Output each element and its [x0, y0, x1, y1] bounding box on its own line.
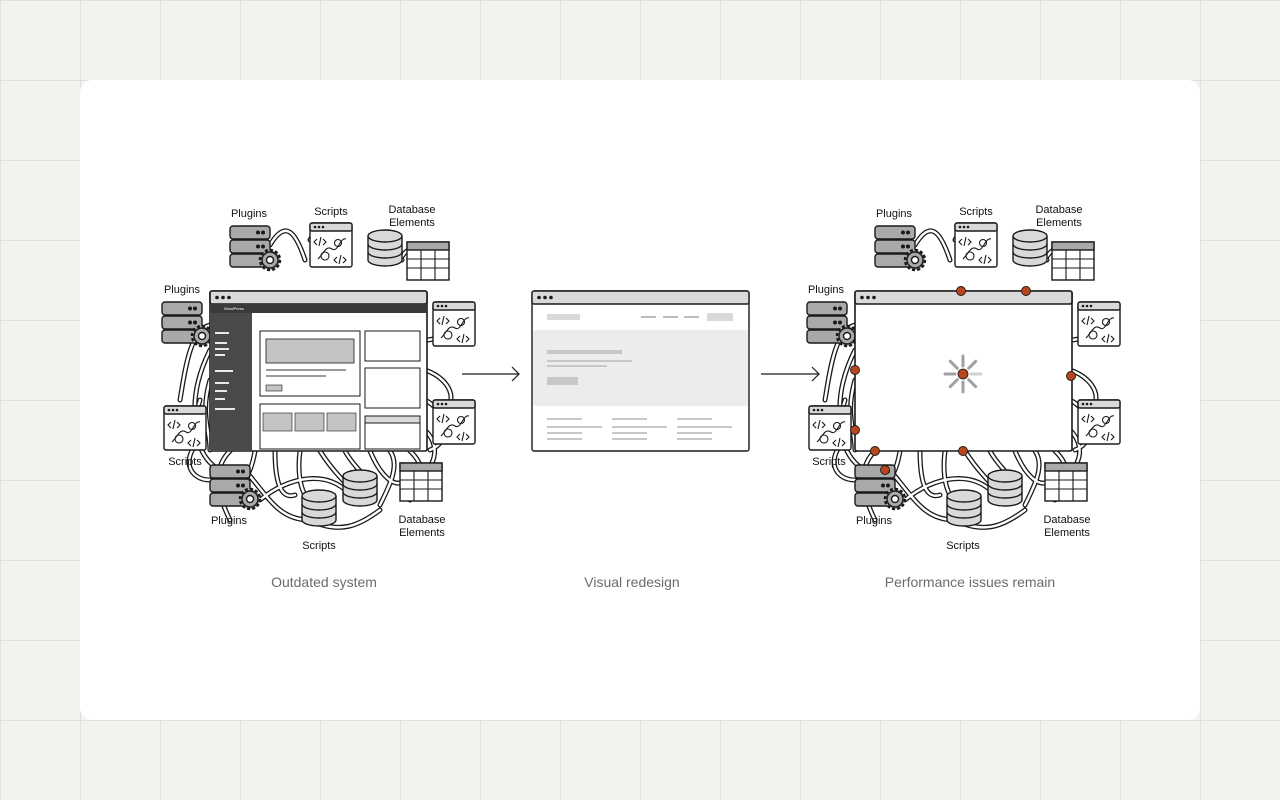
- server-stack-gear-icon: [160, 300, 214, 348]
- arrow-right-icon: [462, 366, 520, 382]
- label-database-bottom-line2: Elements: [399, 527, 445, 539]
- comparison-diagram: WordPress: [160, 204, 1121, 590]
- label-scripts-bottom: Scripts: [946, 540, 980, 552]
- label-plugins-bottom: Plugins: [211, 515, 248, 527]
- label-database-top-line1: Database: [1035, 204, 1082, 216]
- label-scripts-bottom: Scripts: [302, 540, 336, 552]
- browser-brand-text: WordPress: [224, 306, 244, 311]
- spinner-center-dot: [957, 368, 969, 380]
- server-stack-gear-icon: [873, 224, 927, 272]
- label-database-top-line1: Database: [388, 204, 435, 216]
- table-grid-icon: [399, 462, 443, 502]
- table-grid-icon: [1051, 241, 1095, 281]
- code-script-window-icon: [954, 222, 998, 268]
- server-stack-gear-icon: [853, 463, 907, 511]
- code-script-window-icon: [432, 301, 476, 347]
- label-scripts-top: Scripts: [314, 206, 348, 218]
- label-plugins-left: Plugins: [808, 284, 845, 296]
- code-script-window-icon: [808, 405, 852, 451]
- panel-visual-redesign: Visual redesign: [531, 290, 750, 590]
- label-scripts-left: Scripts: [812, 456, 846, 468]
- label-plugins-left: Plugins: [164, 284, 201, 296]
- label-plugins-top: Plugins: [231, 208, 268, 220]
- label-database-top-line2: Elements: [389, 217, 435, 229]
- database-cylinder-icon: [367, 229, 403, 267]
- database-cylinder-icon: [946, 489, 982, 527]
- server-stack-gear-icon: [228, 224, 282, 272]
- caption-outdated-system: Outdated system: [271, 574, 377, 590]
- database-cylinder-icon: [301, 489, 337, 527]
- connection-points: [850, 286, 1076, 475]
- table-grid-icon: [1044, 462, 1088, 502]
- database-cylinder-icon: [1012, 229, 1048, 267]
- label-scripts-top: Scripts: [959, 206, 993, 218]
- code-script-window-icon: [1077, 399, 1121, 445]
- label-database-bottom-line1: Database: [398, 514, 445, 526]
- label-scripts-left: Scripts: [168, 456, 202, 468]
- code-script-window-icon: [1077, 301, 1121, 347]
- label-database-bottom-line2: Elements: [1044, 527, 1090, 539]
- arrow-right-icon: [761, 366, 820, 382]
- caption-visual-redesign: Visual redesign: [584, 574, 679, 590]
- code-script-window-icon: [163, 405, 207, 451]
- caption-performance-issues: Performance issues remain: [885, 574, 1055, 590]
- database-cylinder-icon: [987, 469, 1023, 507]
- diagram-card: WordPress: [80, 80, 1200, 720]
- loading-browser-window: [854, 290, 1073, 452]
- code-script-window-icon: [432, 399, 476, 445]
- server-stack-gear-icon: [805, 300, 859, 348]
- code-script-window-icon: [309, 222, 353, 268]
- label-plugins-bottom: Plugins: [856, 515, 893, 527]
- table-grid-icon: [406, 241, 450, 281]
- label-plugins-top: Plugins: [876, 208, 913, 220]
- label-database-top-line2: Elements: [1036, 217, 1082, 229]
- panel-outdated-system: WordPress: [160, 204, 476, 590]
- panel-performance-issues: Plugins Scripts Database Elements Plugin…: [805, 204, 1121, 590]
- legacy-browser-window: WordPress: [209, 290, 428, 452]
- label-database-bottom-line1: Database: [1043, 514, 1090, 526]
- database-cylinder-icon: [342, 469, 378, 507]
- server-stack-gear-icon: [208, 463, 262, 511]
